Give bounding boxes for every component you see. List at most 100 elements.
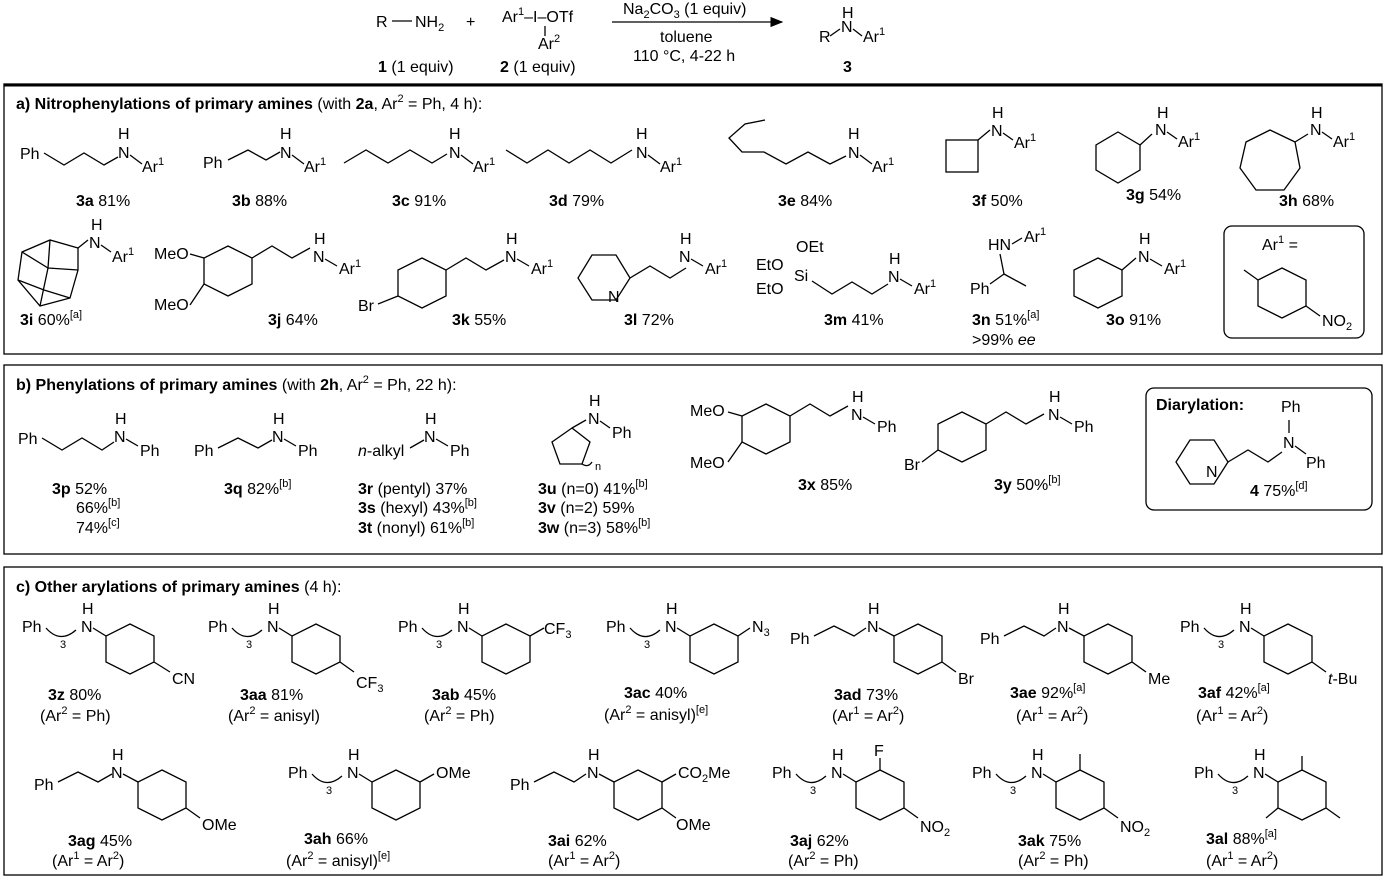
solvent-label: toluene [660,29,713,46]
structure-3ae: Ph HN Me 3ae 92%[a] (Ar1 = Ar2) [980,601,1170,725]
conditions-label: 110 °C, 4-22 h [633,48,735,65]
cond-3ah: (Ar2 = anisyl)[e] [286,850,390,870]
structure-3ab: Ph 3 HN CF3 3ab 45% (Ar2 = Ph) [398,601,571,725]
svg-text:H: H [425,411,437,428]
svg-text:Ph: Ph [1194,765,1214,782]
amine-reactant: R NH2 1 (1 equiv) [376,14,454,76]
svg-text:Ar1: Ar1 [304,156,326,176]
label-3y: 3y 50%[b] [994,474,1061,494]
svg-text:N: N [848,145,860,162]
label-3af: 3af 42%[a] [1198,682,1270,702]
svg-text:N: N [457,619,469,636]
structure-3e: HN Ar1 3e 84% [728,119,894,210]
svg-text:N: N [1057,619,1069,636]
svg-text:N: N [588,411,600,428]
svg-text:Ph: Ph [980,631,1000,648]
label-3al: 3al 88%[a] [1206,828,1277,848]
label-3f: 3f 50% [972,193,1023,210]
svg-text:N: N [114,429,126,446]
reaction-header: R NH2 1 (1 equiv) + Ar1–I–OTf Ar2 2 (1 e… [376,1,885,76]
label-3p-b: 66%[b] [76,497,120,517]
cmpd1-label: 1 (1 equiv) [378,59,454,76]
svg-text:CO2Me: CO2Me [678,765,730,785]
svg-text:F: F [874,743,884,760]
label-3e: 3e 84% [778,193,832,210]
structure-3ak: Ph 3 HN NO2 3ak 75% (Ar2 = Ph) [972,747,1150,870]
svg-text:H: H [280,126,292,143]
structure-3a: Ph HN Ar1 3a 81% [20,126,164,210]
svg-text:H: H [1032,747,1044,764]
structure-3ai: Ph HN CO2Me OMe 3ai 62% (Ar1 = Ar2) [510,747,730,870]
svg-text:Ar1: Ar1 [112,246,134,266]
svg-text:CF3: CF3 [544,621,571,641]
svg-text:NH2: NH2 [415,14,444,34]
diarylation-label: Diarylation: [1156,397,1244,414]
structure-3aj: Ph 3 HN F NO2 3aj 62% (Ar2 = Ph) [772,743,950,870]
svg-text:OMe: OMe [202,817,237,834]
structure-3r-3t: n-alkyl HN Ph 3r (pentyl) 37% 3s (hexyl)… [358,411,477,537]
svg-text:N: N [347,765,359,782]
svg-text:Ph: Ph [972,765,992,782]
panel-c-title: c) Other arylations of primary amines (4… [16,579,341,596]
svg-text:H: H [1240,601,1252,618]
svg-text:N: N [1048,407,1060,424]
iodonium-salt: Ar1–I–OTf Ar2 2 (1 equiv) [500,6,576,76]
svg-text:N: N [1155,122,1167,139]
svg-text:Ph: Ph [1281,399,1301,416]
svg-text:3: 3 [1218,639,1224,651]
label-3n-ee: >99% ee [972,332,1036,349]
svg-text:H: H [868,601,880,618]
svg-text:NO2: NO2 [920,819,950,839]
label-3n: 3n 51%[a] [972,309,1039,329]
svg-text:N: N [1206,464,1218,481]
cond-3af: (Ar1 = Ar2) [1196,705,1268,725]
svg-text:3: 3 [60,639,66,651]
structure-3aa: Ph 3 HN CF3 3aa 81% (Ar2 = anisyl) [208,601,383,725]
cond-3aa: (Ar2 = anisyl) [228,705,320,725]
svg-text:t-Bu: t-Bu [1328,671,1357,688]
svg-text:N: N [841,19,853,36]
svg-text:N: N [587,765,599,782]
svg-text:Ph: Ph [450,443,470,460]
svg-text:MeO: MeO [154,297,189,314]
label-3j: 3j 64% [268,312,318,329]
cond-3ae: (Ar1 = Ar2) [1016,705,1088,725]
structure-3d: HN Ar1 3d 79% [505,126,682,210]
structure-3af: Ph 3 HN t-Bu 3af 42%[a] (Ar1 = Ar2) [1180,601,1357,725]
svg-text:CN: CN [172,671,195,688]
svg-text:R: R [819,29,831,46]
svg-text:N: N [851,407,863,424]
label-3l: 3l 72% [624,312,674,329]
svg-text:Ar2: Ar2 [538,33,560,53]
svg-text:H: H [118,126,130,143]
label-3i: 3i 60%[a] [20,309,82,329]
plus-sign: + [466,14,475,31]
svg-text:3: 3 [1232,785,1238,797]
structure-3x: MeO MeO HN Ph 3x 85% [690,389,897,494]
label-3p: 3p 52% [52,481,107,498]
label-3r: 3r (pentyl) 37% [358,481,467,498]
svg-text:3: 3 [810,785,816,797]
svg-text:H: H [1139,231,1151,248]
structure-3ah: Ph 3 HN OMe 3ah 66% (Ar2 = anisyl)[e] [286,747,471,870]
svg-text:N: N [1253,765,1265,782]
svg-text:n: n [595,461,601,473]
svg-text:3: 3 [1010,785,1016,797]
svg-text:H: H [506,231,518,248]
cond-3ai: (Ar1 = Ar2) [548,850,620,870]
label-3p-c: 74%[c] [76,517,120,537]
svg-text:Me: Me [1148,671,1170,688]
svg-text:H: H [348,747,360,764]
label-3ae: 3ae 92%[a] [1010,682,1085,702]
svg-text:H: H [588,747,600,764]
svg-text:Ph: Ph [22,619,42,636]
svg-text:OMe: OMe [676,817,711,834]
svg-text:3: 3 [436,639,442,651]
label-3ad: 3ad 73% [834,687,898,704]
structure-3p: Ph HN Ph 3p 52% 66%[b] 74%[c] [18,411,160,537]
svg-text:H: H [1311,105,1323,122]
svg-text:Ph: Ph [20,146,40,163]
panel-c-frame [3,566,1383,876]
ar1-definition-box: Ar1 = NO2 [1223,225,1365,339]
diarylation-box: Diarylation: N N Ph Ph 4 75%[d] [1145,387,1373,511]
